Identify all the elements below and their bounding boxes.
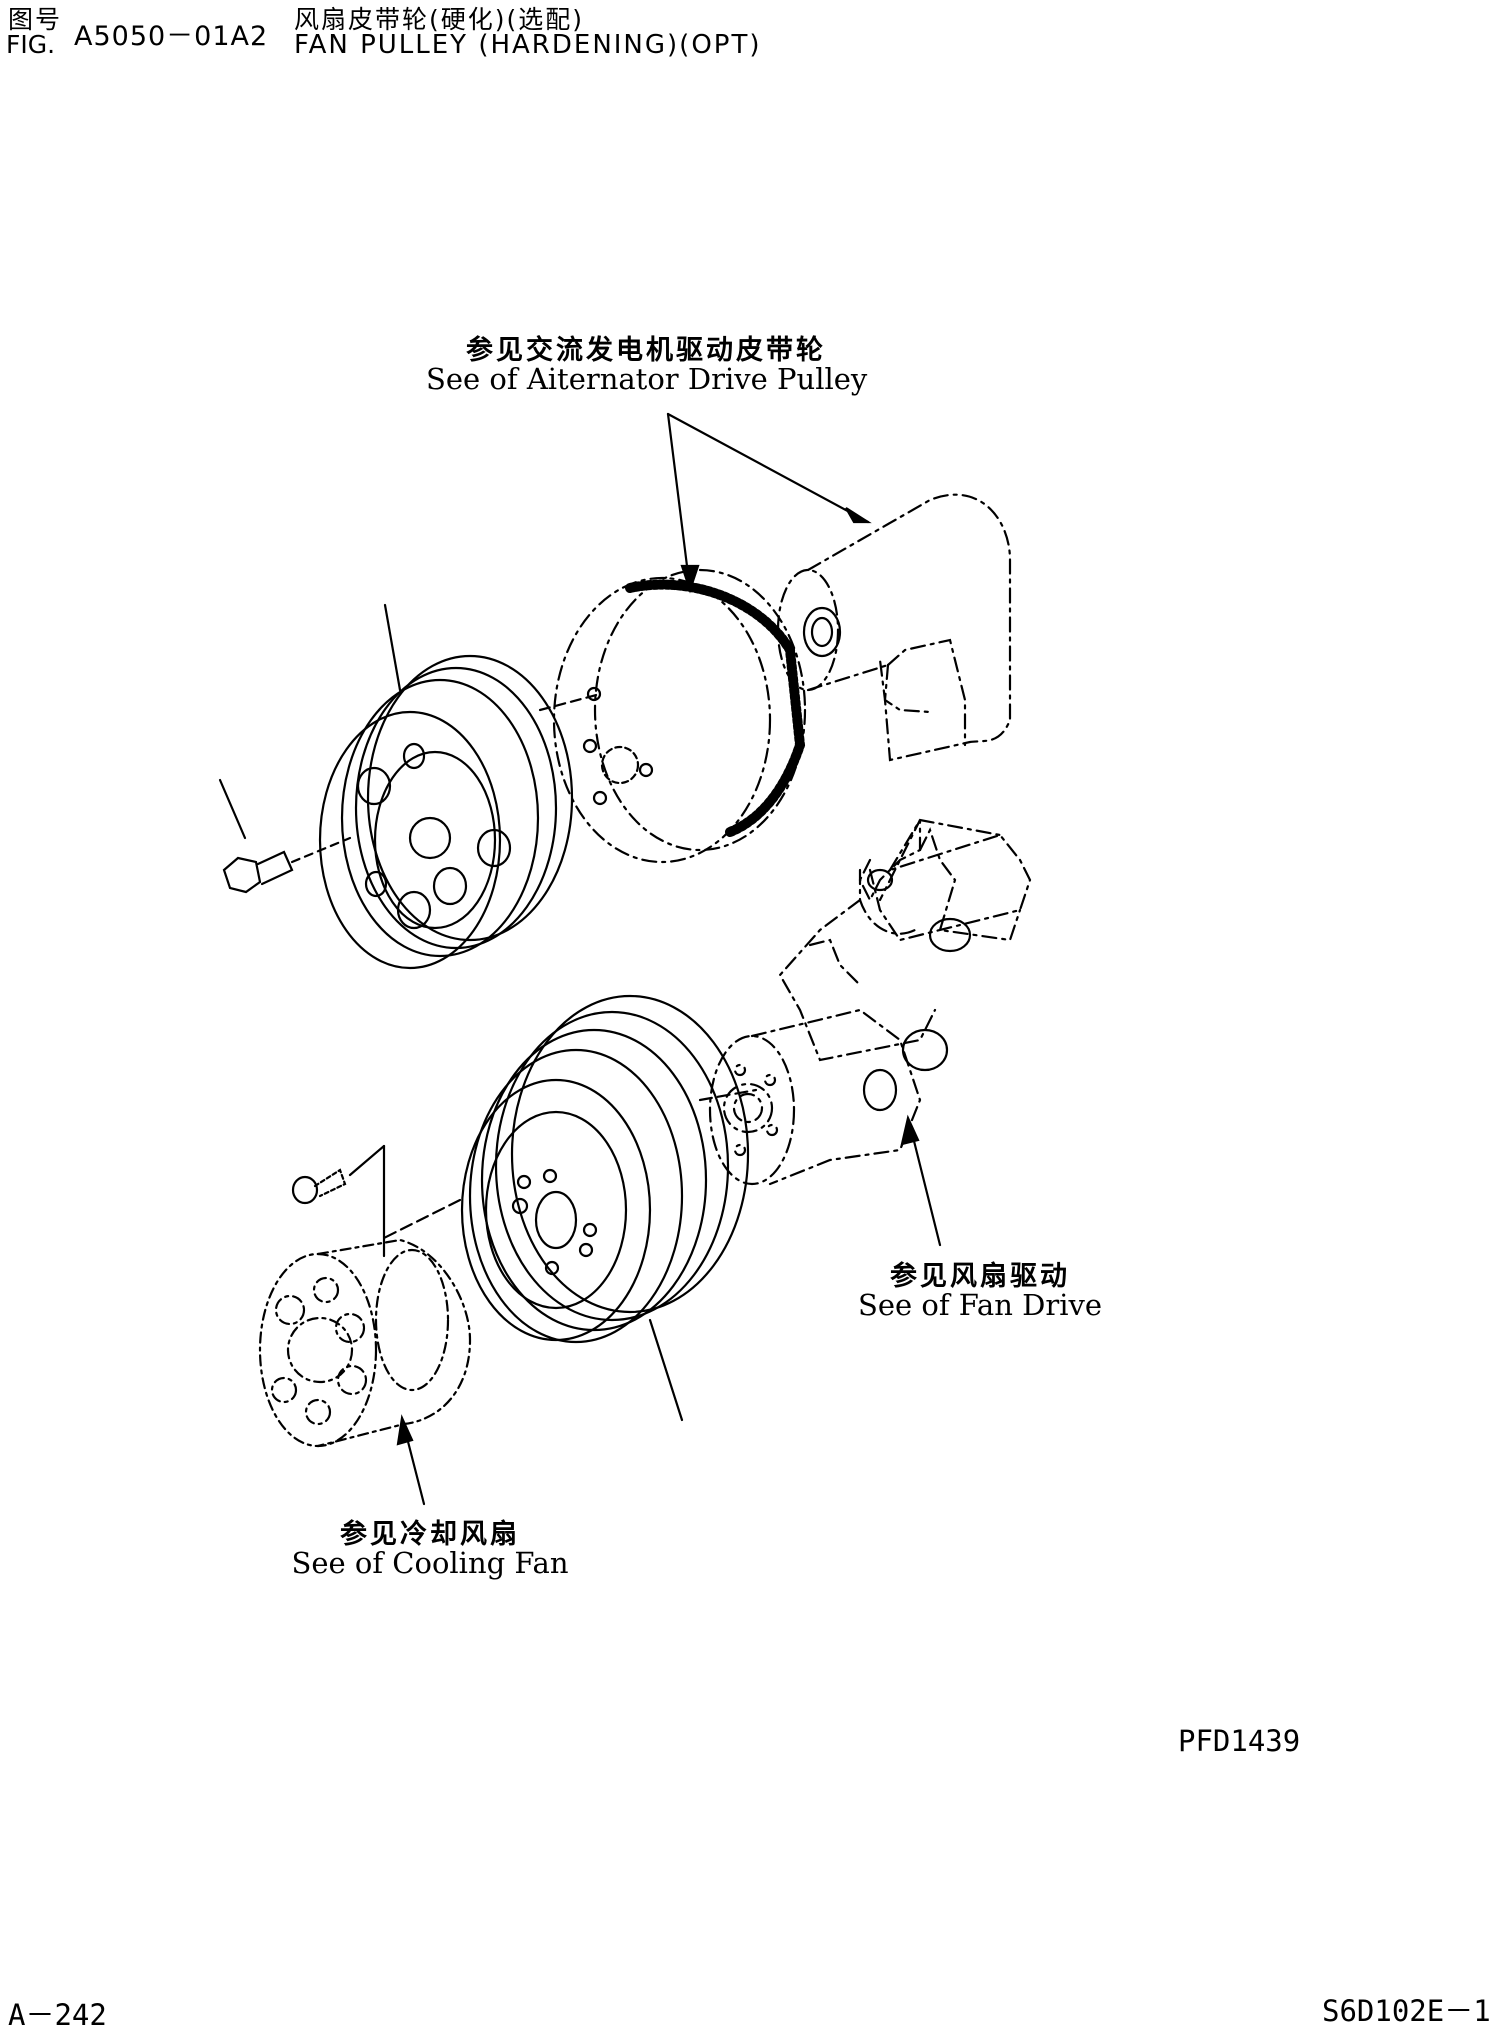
- title-cn: 风扇皮带轮(硬化)(选配): [294, 5, 585, 34]
- upper-bolt: [222, 836, 352, 894]
- cooling-fan-spacer: [258, 1238, 472, 1448]
- leader-alternator: [666, 412, 872, 594]
- leader-bolt-lower: [348, 1144, 386, 1258]
- fan-drive-housing: [708, 1008, 922, 1186]
- model-code: S6D102E－1: [1322, 1994, 1491, 2028]
- alternator-callout-cn: 参见交流发电机驱动皮带轮: [466, 335, 826, 366]
- fan-drive-callout-cn: 参见风扇驱动: [890, 1261, 1070, 1292]
- page-number: A－242: [8, 1998, 107, 2032]
- alternator-drive-pulley: [552, 568, 807, 864]
- fig-label-en: FIG.: [6, 30, 56, 59]
- lower-bolt: [291, 1168, 347, 1205]
- lower-fan-pulley: [378, 994, 758, 1422]
- drawing-code: PFD1439: [1178, 1724, 1301, 1758]
- upper-fan-pulley: [218, 603, 602, 970]
- fig-label-cn: 图号: [8, 5, 63, 34]
- fan-drive-callout-en: See of Fan Drive: [857, 1288, 1103, 1322]
- alternator-callout-en: See of Aiternator Drive Pulley: [426, 362, 868, 396]
- fig-code: A5050－01A2: [74, 21, 269, 52]
- cooling-fan-callout-en: See of Cooling Fan: [291, 1546, 569, 1580]
- leader-cooling-fan: [396, 1414, 426, 1506]
- leader-fan-drive: [900, 1114, 942, 1247]
- title-en: FAN PULLEY (HARDENING)(OPT): [294, 30, 762, 60]
- fan-drive-bracket: [778, 818, 1032, 1062]
- alternator: [776, 493, 1012, 762]
- fan-drive-holes: [862, 868, 972, 1112]
- cooling-fan-callout-cn: 参见冷却风扇: [340, 1519, 520, 1550]
- alternator-shaft: [802, 606, 842, 658]
